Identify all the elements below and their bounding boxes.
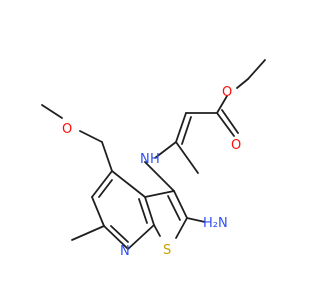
bond-s1-c7a: [153, 224, 161, 237]
atom-n-pyridine: N: [120, 244, 130, 259]
atom-h-amine-linker: H: [150, 152, 160, 167]
bond-c2-s1: [175, 217, 188, 239]
bond-carbonyl-o-b: [221, 109, 239, 134]
bond-enamine-methyl: [175, 141, 199, 174]
bond-c7a-c3a-double: [138, 198, 148, 224]
bond-cc-double-a: [175, 112, 187, 143]
bond-c6-n7-double: [110, 225, 129, 243]
atom-o-ester: O: [222, 85, 232, 100]
atom-o-carbonyl: O: [231, 138, 241, 153]
bond-ethyl: [247, 59, 266, 80]
bond-cc-double-b: [181, 116, 192, 145]
bond-nh-enamine: [154, 141, 177, 159]
atom-s-thiophene: S: [163, 243, 171, 258]
structure-canvas: O O O N H S N H₂N: [41, 59, 266, 259]
bond-c3a-c4: [111, 170, 146, 198]
bond-c3a-c3: [144, 190, 175, 198]
bond-ch2-c4: [101, 141, 113, 172]
bond-n7-c7a: [127, 224, 155, 250]
bond-oester-ch2: [236, 78, 249, 89]
bond-c6-n7: [103, 225, 129, 250]
bond-c2-nh2: [186, 217, 206, 223]
bond-c5-c6: [91, 196, 105, 227]
bond-c3-c2: [173, 190, 188, 219]
bond-o-ch2: [79, 130, 103, 143]
bond-c4-c5: [91, 170, 113, 198]
bond-carbonyl-oester: [216, 95, 228, 114]
bond-c3-c2-double: [167, 195, 181, 221]
bond-c4-c5-double: [98, 179, 113, 198]
atom-nh2-amino: H₂N: [203, 216, 228, 231]
atom-o-methoxy: O: [62, 122, 72, 137]
molecule-structure: O O O N H S N H₂N: [41, 59, 266, 259]
bond-ome-methyl: [41, 104, 63, 119]
bond-c6-methyl: [71, 225, 105, 241]
bond-carbonyl-o-a: [216, 112, 235, 137]
bond-c7a-c3a: [144, 196, 155, 226]
atom-n-amine-linker: N: [140, 152, 150, 167]
bond-c3-nh: [144, 161, 175, 192]
